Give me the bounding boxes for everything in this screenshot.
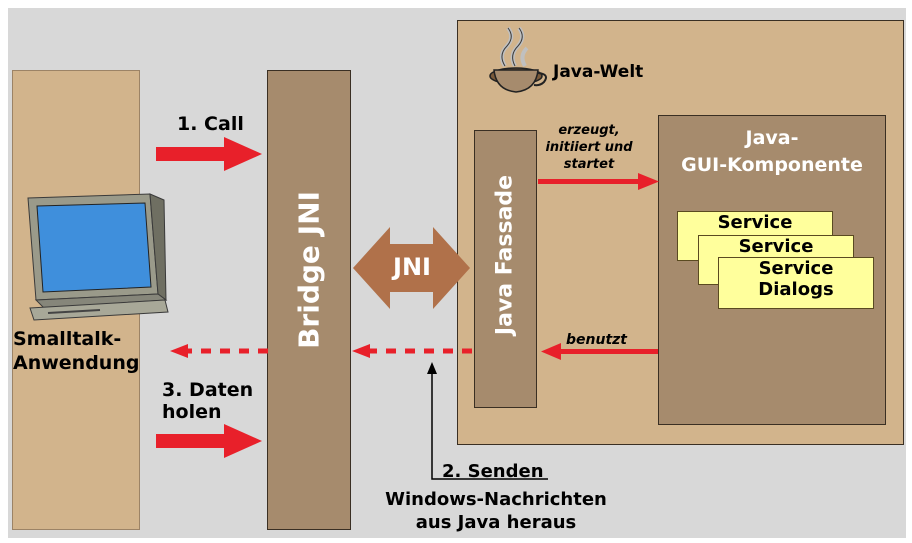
smalltalk-line-1: Smalltalk- [13, 327, 139, 351]
computer-icon [28, 194, 168, 320]
creates-line-3: startet [538, 156, 640, 173]
creates-arrow [538, 173, 659, 190]
java-facade-label: Java Fassade [493, 175, 518, 335]
gui-title-line-2: GUI-Komponente [658, 152, 886, 179]
messages-dashed-arrow-right [352, 344, 472, 358]
data-fetch-label: 3. Daten holen [162, 379, 253, 423]
messages-dashed-arrow-left [170, 344, 268, 358]
data-fetch-arrow [156, 424, 262, 458]
messages-label: Windows-Nachrichten aus Java heraus [373, 488, 619, 534]
creates-line-1: erzeugt, [538, 122, 640, 139]
send-label: 2. Senden [442, 461, 544, 482]
data-fetch-line-2: holen [162, 401, 253, 423]
call-label: 1. Call [177, 113, 244, 135]
java-world-title: Java-Welt [553, 62, 643, 82]
java-coffee-cup-icon [490, 28, 546, 92]
gui-title-line-1: Java- [658, 125, 886, 152]
jni-arrow-label: JNI [388, 253, 436, 281]
uses-label: benutzt [566, 332, 627, 348]
creates-label: erzeugt, initiiert und startet [538, 122, 640, 173]
creates-line-2: initiiert und [538, 139, 640, 156]
gui-component-title: Java- GUI-Komponente [658, 125, 886, 179]
data-fetch-line-1: 3. Daten [162, 379, 253, 401]
messages-line-1: Windows-Nachrichten [373, 488, 619, 511]
smalltalk-app-label: Smalltalk- Anwendung [13, 327, 139, 375]
messages-line-2: aus Java heraus [373, 511, 619, 534]
call-arrow [156, 137, 262, 171]
bridge-jni-label: Bridge JNI [293, 191, 326, 349]
smalltalk-line-2: Anwendung [13, 351, 139, 375]
